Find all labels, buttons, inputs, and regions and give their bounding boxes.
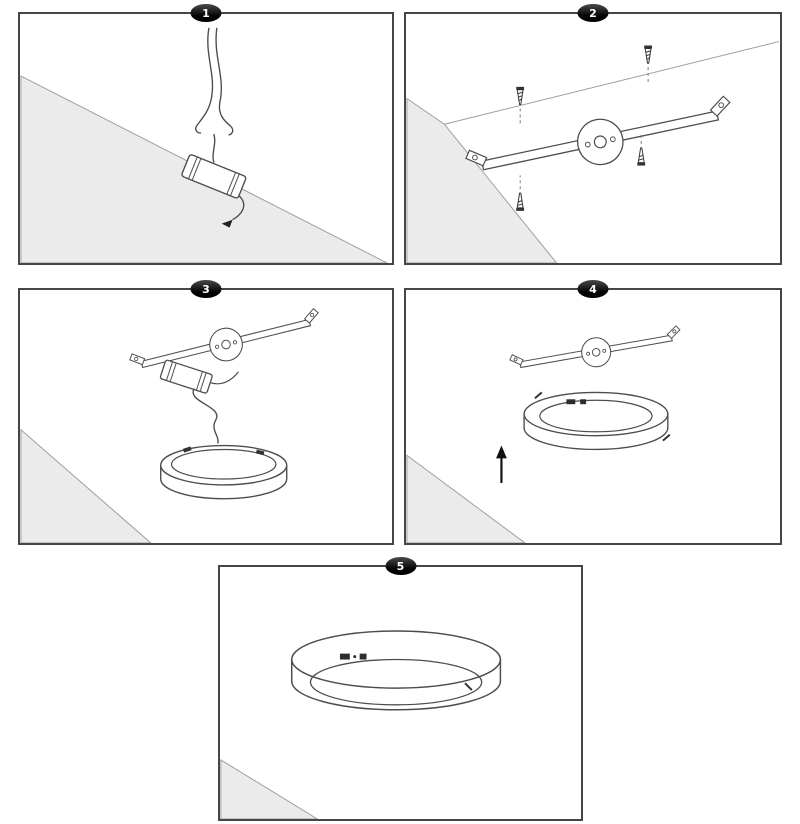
- wall-shading: [406, 454, 526, 543]
- led-driver: [159, 359, 213, 394]
- screw-icon: [516, 86, 525, 106]
- step-2-badge: 2: [577, 4, 609, 22]
- wall-shading: [220, 759, 319, 819]
- up-arrow-icon: [496, 445, 507, 483]
- step-2-illustration: [406, 41, 780, 263]
- spring-clip: [182, 446, 192, 453]
- wall-shading: [20, 428, 152, 543]
- step-2-number: 2: [589, 6, 597, 20]
- alignment-mark: [464, 682, 473, 691]
- step-1-illustration: [20, 27, 388, 263]
- step-1-badge: 1: [190, 4, 222, 22]
- spring-clip: [255, 449, 265, 456]
- screw-icon: [637, 147, 646, 166]
- step-5-panel: 5: [218, 557, 583, 821]
- step-2-panel: 2: [404, 4, 782, 265]
- wire-dot: [353, 655, 357, 659]
- step-3-illustration: [20, 307, 319, 543]
- installed-ceiling-light: [290, 630, 502, 711]
- step-3-panel: 3: [18, 280, 394, 545]
- screw-icon: [644, 45, 653, 64]
- driver-on-top: [339, 653, 350, 660]
- driver-on-top: [566, 399, 576, 405]
- step-4-number: 4: [589, 282, 597, 296]
- step-4-illustration: [406, 325, 681, 543]
- mounting-bracket: [129, 307, 319, 369]
- connector-on-top: [580, 399, 587, 405]
- alignment-mark: [534, 391, 543, 400]
- step-4-badge: 4: [577, 280, 609, 298]
- driver-output-wire: [232, 194, 245, 221]
- mounting-bracket: [509, 325, 681, 369]
- ceiling-wires: [195, 27, 234, 163]
- step-5-number: 5: [396, 559, 405, 573]
- light-body: [523, 391, 669, 451]
- alignment-mark: [662, 433, 671, 442]
- step-5-badge: 5: [385, 557, 416, 575]
- wall-shading: [406, 97, 558, 263]
- step-1-panel: 1: [18, 4, 394, 265]
- light-ring: [160, 444, 288, 500]
- step-3-badge: 3: [190, 280, 222, 298]
- connector-on-top: [359, 653, 367, 660]
- ceiling-edge: [444, 41, 780, 125]
- step-4-panel: 4: [404, 280, 782, 545]
- driver-to-ring-wire: [192, 388, 219, 444]
- led-driver: [181, 154, 247, 199]
- step-3-number: 3: [202, 282, 210, 296]
- driver-to-bracket-wire: [209, 371, 239, 385]
- step-1-number: 1: [202, 6, 210, 20]
- screw-icon: [516, 192, 525, 211]
- mounting-bracket: [465, 95, 731, 171]
- step-5-illustration: [220, 630, 502, 819]
- connector-arrow-icon: [221, 219, 233, 228]
